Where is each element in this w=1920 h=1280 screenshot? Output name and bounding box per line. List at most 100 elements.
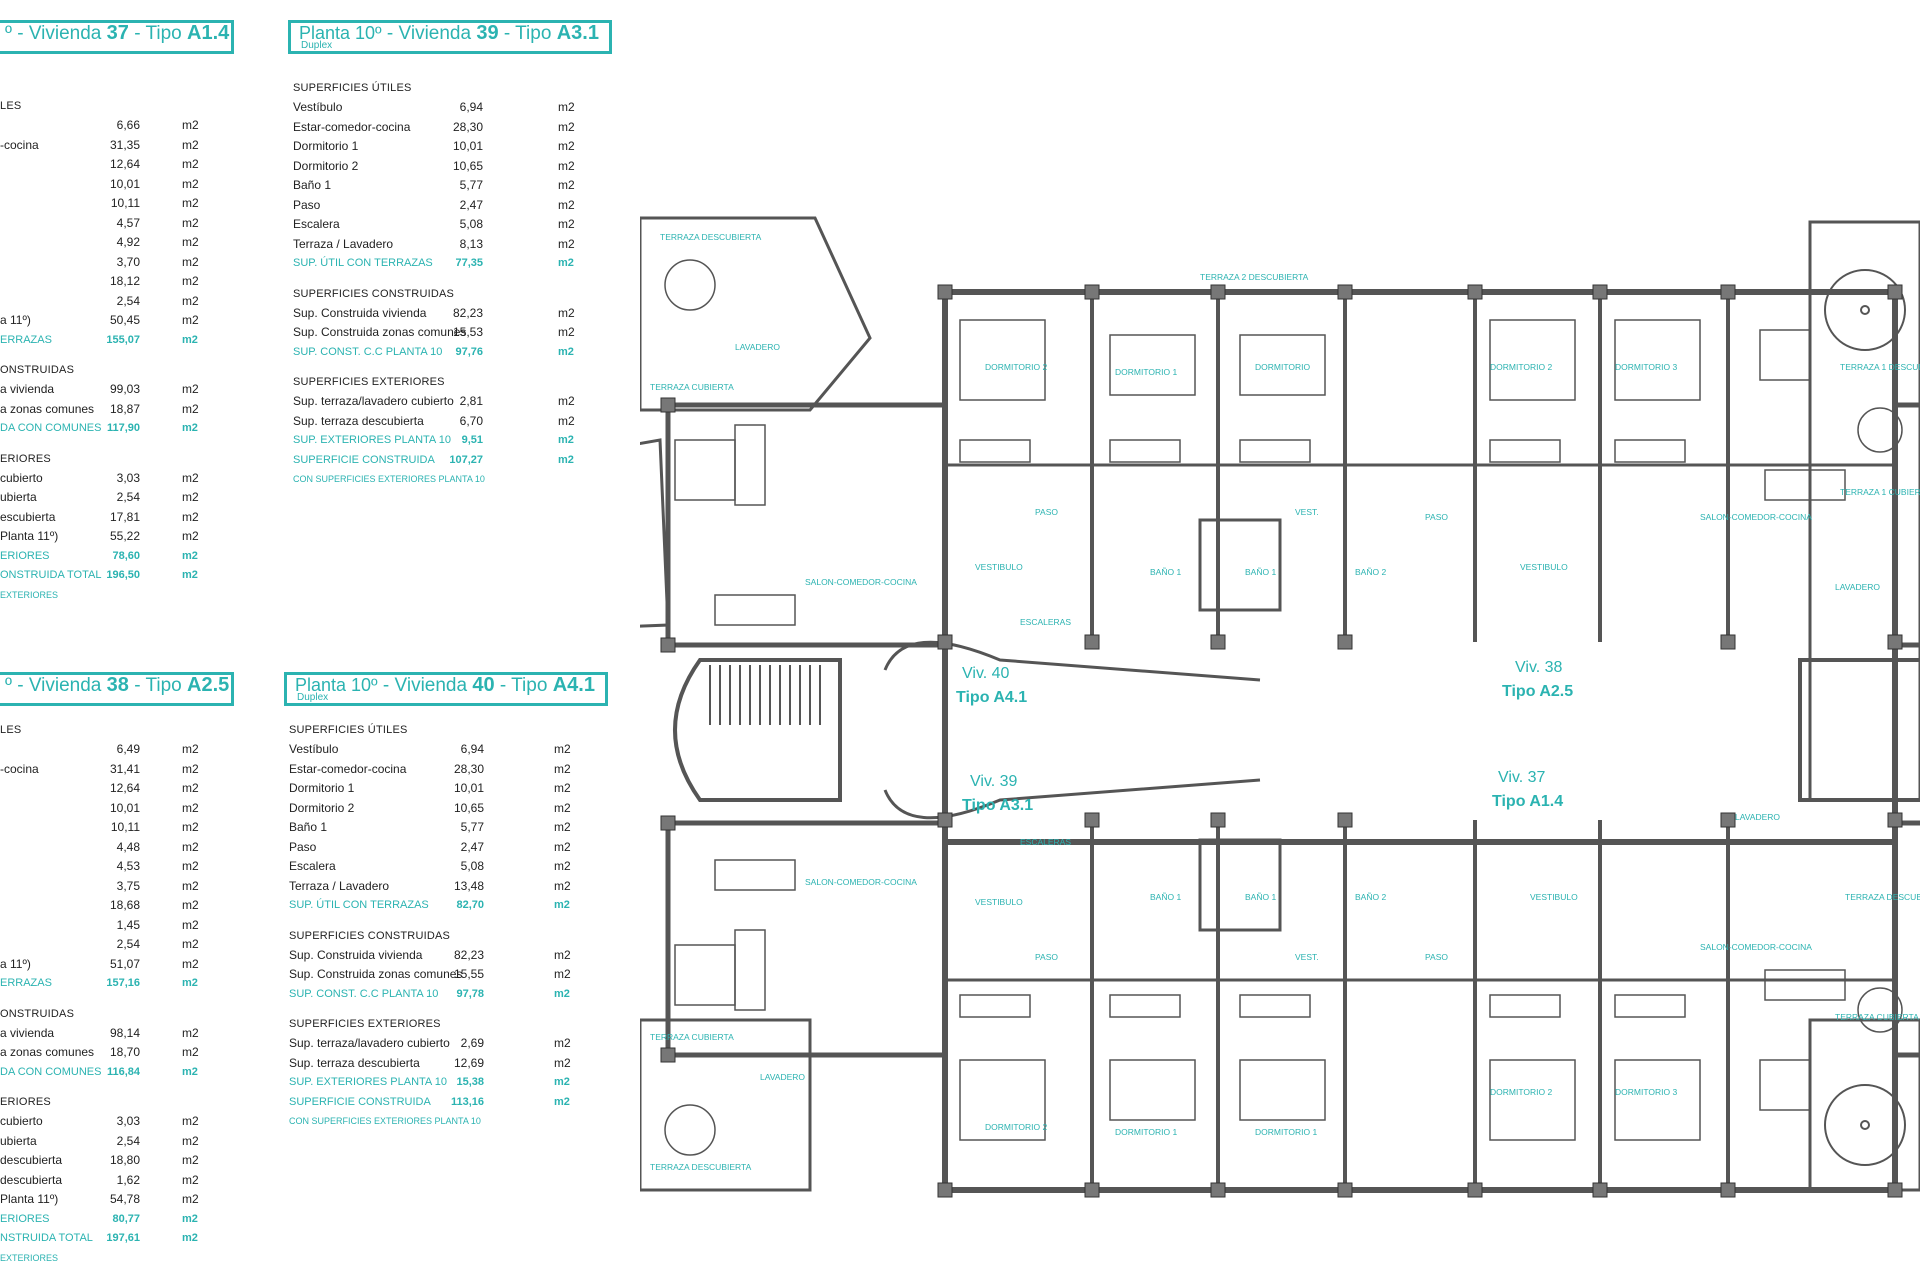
tipo-label: - Tipo: [503, 23, 552, 44]
row-unit: m2: [182, 333, 198, 346]
row-label: Sup. terraza descubierta: [289, 1055, 420, 1070]
row-label: Vestíbulo: [289, 742, 339, 756]
row-value: 10,01: [109, 176, 140, 191]
row-value: 10,01: [453, 781, 484, 795]
row-value: 5,08: [460, 859, 484, 873]
row-label: a vivienda: [0, 382, 55, 396]
row-label: Sup. Construida zonas comunes: [289, 967, 463, 981]
row-value: 97,78: [456, 987, 484, 1000]
row-unit: m2: [554, 1036, 571, 1050]
duplex-label: Duplex: [301, 40, 333, 51]
row-unit: m2: [182, 470, 199, 485]
card-header: Planta 10º - Vivienda 40 - Tipo A4.1 Dup…: [284, 672, 608, 706]
room-label: DORMITORIO 2: [985, 362, 1047, 372]
pillar: [1887, 634, 1903, 650]
room-label: TERRAZA 1 DESCUBIERTA: [1840, 362, 1920, 372]
room-label: DORMITORIO 1: [1115, 367, 1177, 377]
row-unit: m2: [554, 967, 571, 981]
room-label: TERRAZA 2 DESCUBIERTA: [1200, 272, 1309, 282]
row-label: Baño 1: [289, 820, 328, 834]
pillar: [937, 634, 953, 650]
room-label: BAÑO 1: [1245, 567, 1276, 577]
room-label: SALON-COMEDOR-COCINA: [805, 877, 917, 887]
row-value: 10,01: [109, 800, 140, 815]
row-unit: m2: [182, 549, 198, 562]
row-unit: m2: [558, 434, 574, 446]
row-unit: m2: [558, 345, 574, 358]
unit-label-viv37: Viv. 37: [1498, 769, 1546, 786]
row-unit: m2: [182, 490, 199, 504]
row-label: Estar-comedor-cocina: [293, 119, 411, 134]
row-label: EXTERIORES: [0, 1252, 59, 1263]
row-value: 15,38: [456, 1076, 484, 1088]
row-value: 6,66: [116, 118, 140, 132]
row-value: 5,08: [459, 217, 483, 231]
row-unit: m2: [558, 158, 575, 173]
unit-label-viv40: Viv. 40: [962, 665, 1010, 682]
row-unit: m2: [182, 157, 199, 171]
row-value: 8,13: [459, 236, 483, 251]
row-unit: m2: [182, 176, 199, 191]
tipo-code: A3.1: [556, 22, 599, 44]
row-label: SUP. EXTERIORES PLANTA 10: [293, 434, 451, 446]
row-unit: m2: [182, 1212, 198, 1225]
row-value: 6,94: [460, 742, 484, 756]
row-label: Escalera: [293, 217, 340, 231]
room-label: TERRAZA CUBIERTA: [1835, 1012, 1919, 1022]
row-unit: m2: [182, 839, 199, 854]
row-value: 2,81: [459, 394, 483, 408]
unit-labels: Viv. 40 Tipo A4.1 Viv. 38 Tipo A2.5 Viv.…: [956, 659, 1573, 814]
row-label: escubierta: [0, 509, 56, 524]
row-value: 28,30: [453, 761, 484, 776]
pillar: [1084, 284, 1100, 300]
row-label: cubierto: [0, 1114, 43, 1128]
room-label: LAVADERO: [1735, 812, 1780, 822]
row-unit: m2: [182, 401, 199, 416]
spiral-stair-top: [1824, 269, 1906, 351]
row-value: 78,60: [112, 549, 140, 562]
sofas: [674, 329, 1811, 1111]
vivienda-label: º - Vivienda: [5, 675, 102, 696]
pillar: [1210, 1182, 1226, 1198]
row-value: 12,64: [109, 781, 140, 795]
pillar: [1337, 284, 1353, 300]
row-value: 2,47: [460, 839, 484, 854]
pillar: [1337, 634, 1353, 650]
row-unit: m2: [558, 394, 575, 408]
row-label: ERRAZAS: [0, 977, 52, 989]
row-value: 3,03: [116, 1114, 140, 1128]
row-value: 3,70: [116, 254, 140, 269]
row-label: Dormitorio 1: [293, 139, 359, 153]
row-label: NSTRUIDA TOTAL: [0, 1232, 93, 1244]
pillar: [1210, 284, 1226, 300]
pillar: [1467, 1182, 1483, 1198]
row-value: 12,64: [109, 157, 140, 171]
room-label: TERRAZA CUBIERTA: [650, 382, 734, 392]
row-value: 3,03: [116, 470, 140, 485]
pillar: [1887, 284, 1903, 300]
row-value: 98,14: [109, 1025, 140, 1040]
row-value: 97,76: [455, 345, 483, 358]
row-unit: m2: [182, 422, 198, 434]
pillar: [660, 1047, 676, 1063]
section-heading: SUPERFICIES EXTERIORES: [293, 376, 445, 388]
pillar: [1720, 812, 1736, 828]
row-label: SUPERFICIE CONSTRUIDA: [289, 1095, 431, 1108]
corridor: [883, 518, 1282, 932]
room-labels: TERRAZA DESCUBIERTA TERRAZA CUBIERTA LAV…: [650, 232, 1920, 1172]
